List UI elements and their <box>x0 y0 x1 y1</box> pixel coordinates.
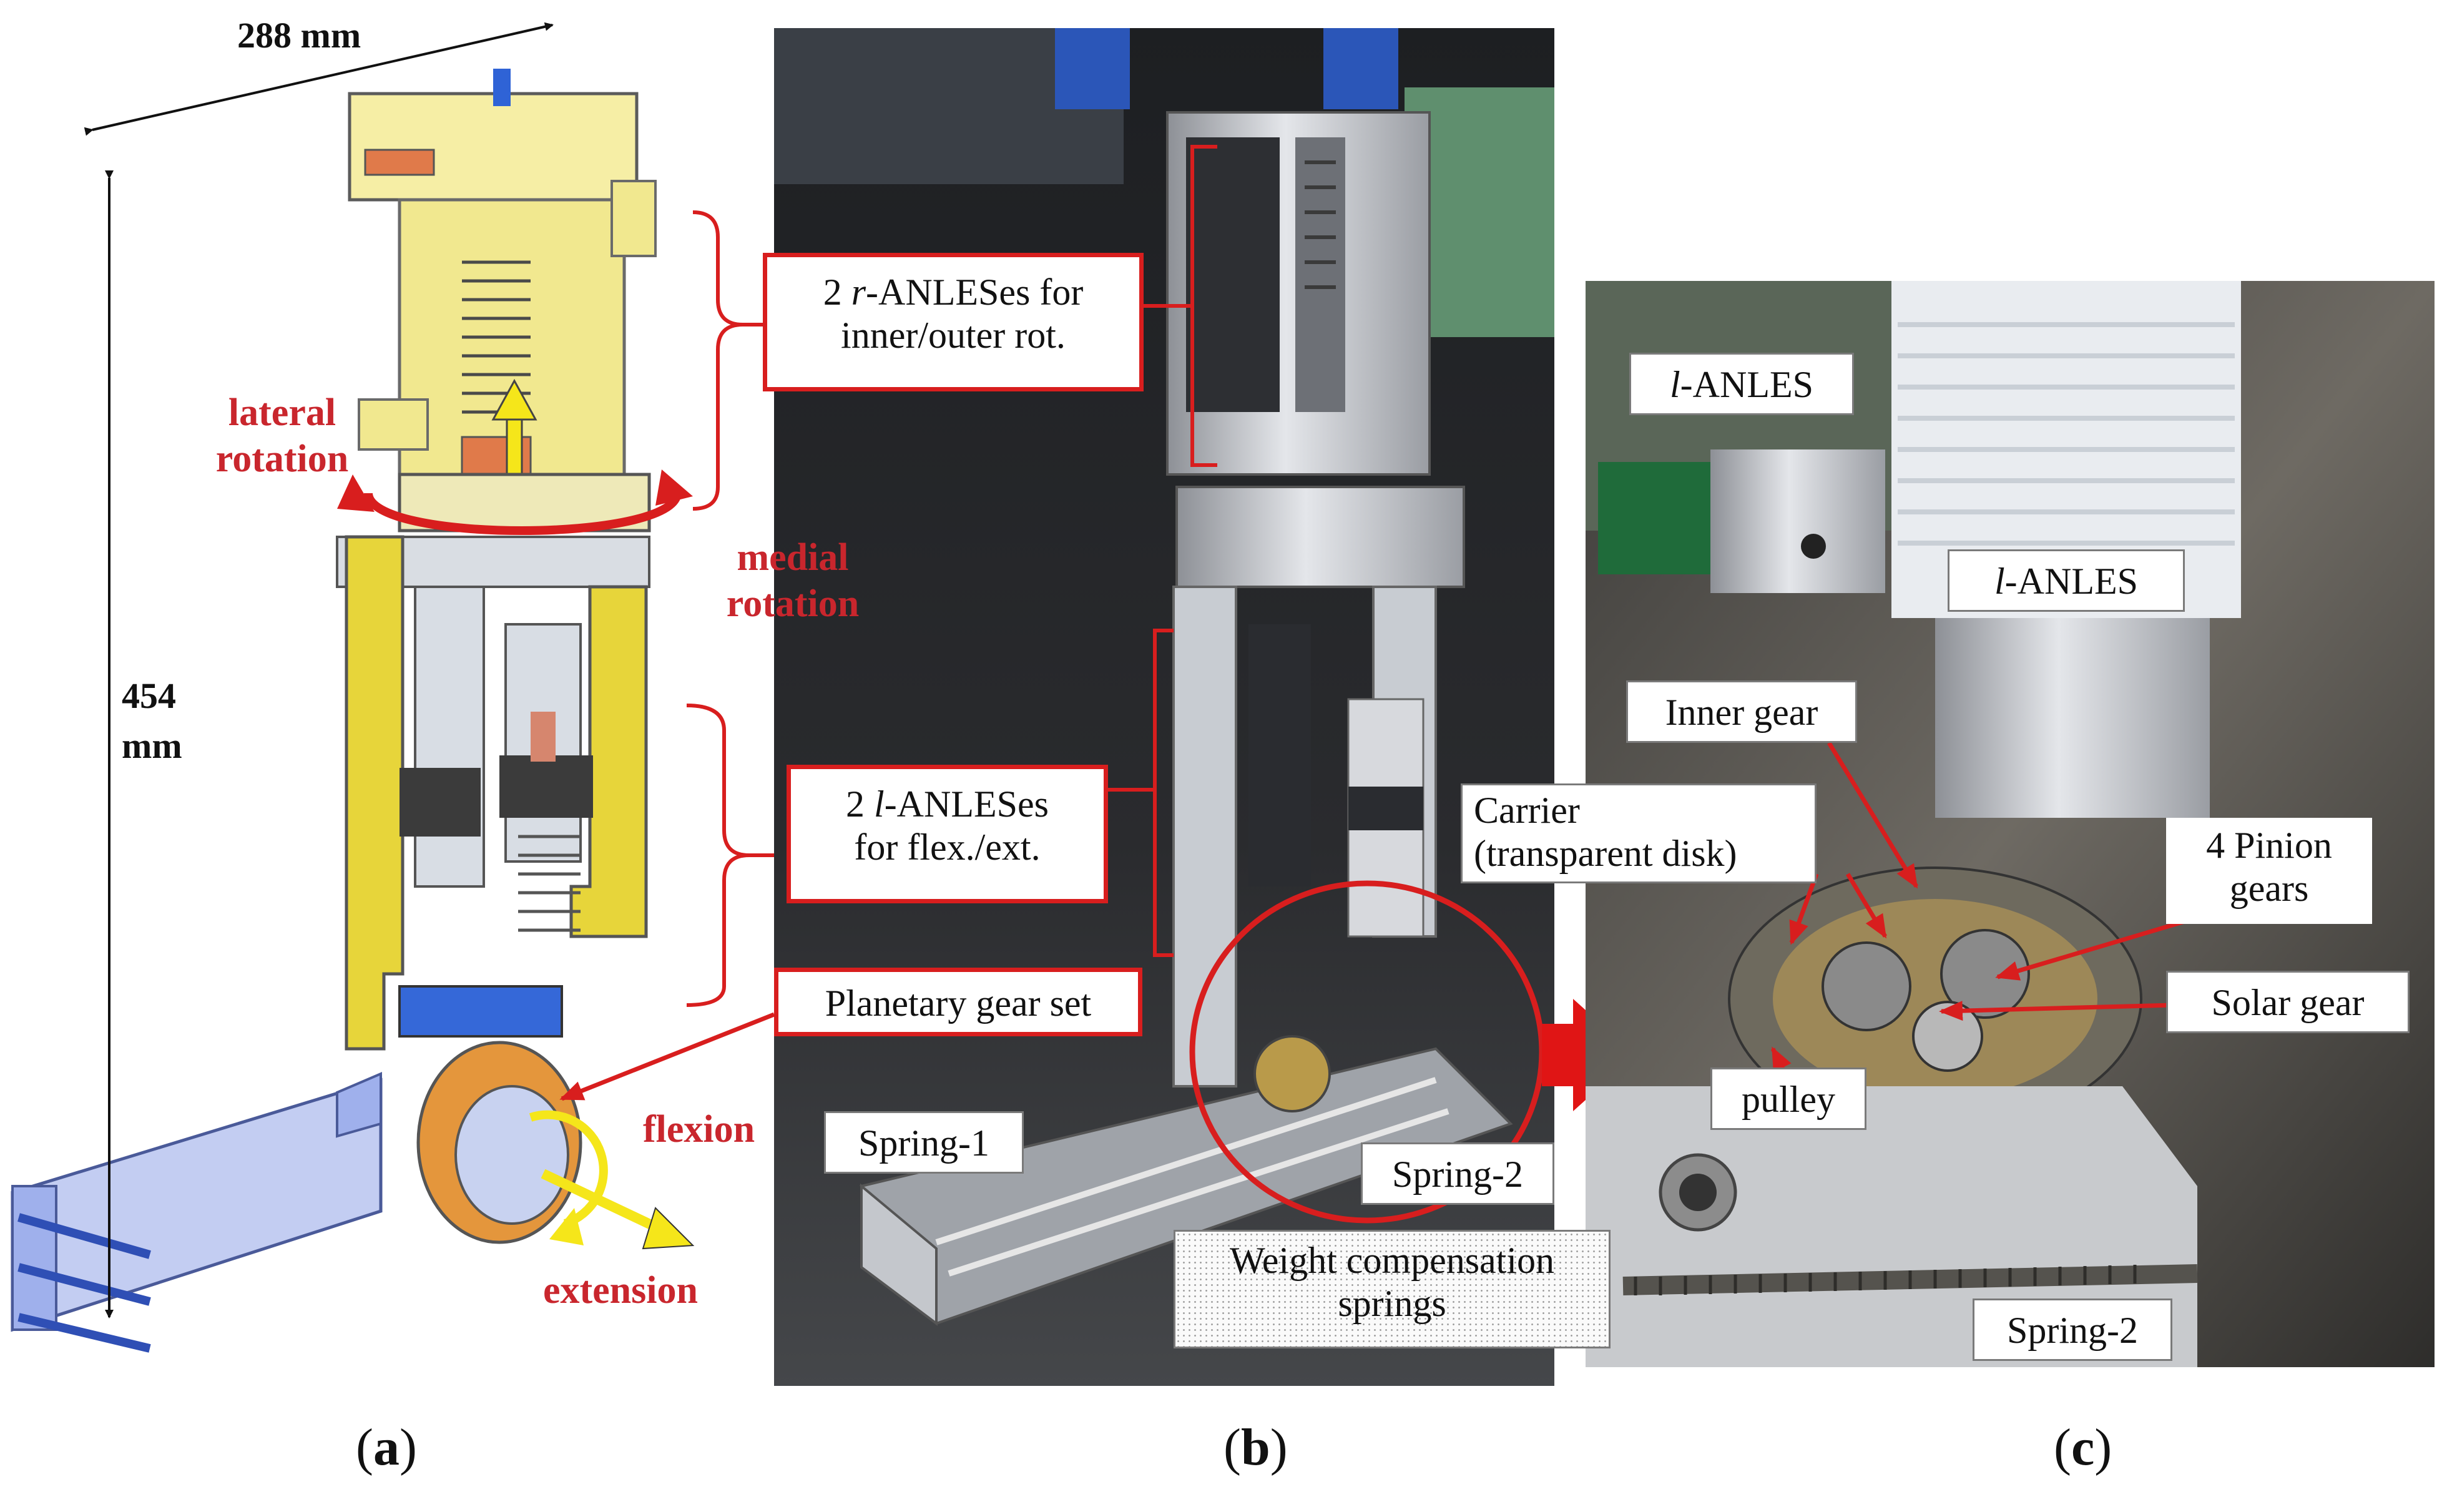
spring-1-label: Spring-1 <box>824 1111 1024 1174</box>
extension-label: extension <box>543 1269 698 1312</box>
inner-gear-label: Inner gear <box>1626 680 1857 743</box>
pinion-line1: 4 Pinion <box>2206 825 2332 866</box>
weight-compensation-label: Weight compensation springs <box>1174 1230 1611 1348</box>
carrier-line2: (transparent disk) <box>1474 833 1737 874</box>
spring-2-label-c: Spring-2 <box>1973 1298 2172 1361</box>
pinion-line2: gears <box>2229 868 2309 909</box>
r-anles-line1: 2 r-ANLESes for <box>823 272 1084 313</box>
l-anles-label-right: l-ANLES <box>1948 549 2185 612</box>
carrier-line1: Carrier <box>1474 790 1580 831</box>
width-dimension-label: 288 mm <box>237 15 361 56</box>
l-anles-label-left: l-ANLES <box>1629 353 1854 415</box>
height-dimension-value: 454 <box>122 675 176 716</box>
r-anles-label: 2 r-ANLESes for inner/outer rot. <box>763 253 1144 391</box>
lateral-rotation-label: lateral rotation <box>201 390 363 483</box>
panel-a-cad-model <box>11 69 657 1353</box>
height-dimension-unit: mm <box>122 725 182 766</box>
spring-2-label-b: Spring-2 <box>1361 1142 1554 1205</box>
weight-line1: Weight compensation <box>1229 1240 1555 1281</box>
solar-gear-label: Solar gear <box>2166 971 2410 1033</box>
r-anles-line2: inner/outer rot. <box>841 315 1066 356</box>
flexion-arc-icon <box>529 1110 608 1228</box>
panel-b-photo <box>774 28 1554 1386</box>
weight-line2: springs <box>1338 1283 1446 1324</box>
rotation-arc <box>364 492 682 535</box>
l-anles-line2: for flex./ext. <box>854 827 1041 868</box>
medial-rotation-line2: rotation <box>726 582 860 626</box>
extension-arrow-icon <box>541 1169 664 1235</box>
medial-rotation-label: medial rotation <box>699 534 886 627</box>
lateral-rotation-line1: lateral <box>228 391 336 434</box>
medial-rotation-line1: medial <box>737 536 849 579</box>
lateral-rotation-line2: rotation <box>215 438 349 481</box>
bracket-l-anles <box>686 704 750 1007</box>
panel-tag-a: (a) <box>356 1418 417 1476</box>
carrier-label: Carrier (transparent disk) <box>1461 783 1817 883</box>
planetary-gear-label: Planetary gear set <box>774 968 1142 1036</box>
pinion-gears-label: 4 Pinion gears <box>2166 818 2372 924</box>
bracket-photo-lower <box>1153 629 1174 957</box>
bracket-r-anles <box>692 210 743 511</box>
l-anles-label: 2 l-ANLESes for flex./ext. <box>787 765 1108 903</box>
width-dimension-arrow <box>84 22 554 136</box>
panel-tag-b: (b) <box>1224 1418 1288 1476</box>
panel-tag-c: (c) <box>2054 1418 2112 1476</box>
l-anles-line1: 2 l-ANLESes <box>846 783 1049 825</box>
flexion-label: flexion <box>643 1108 755 1151</box>
pulley-label: pulley <box>1710 1068 1866 1130</box>
